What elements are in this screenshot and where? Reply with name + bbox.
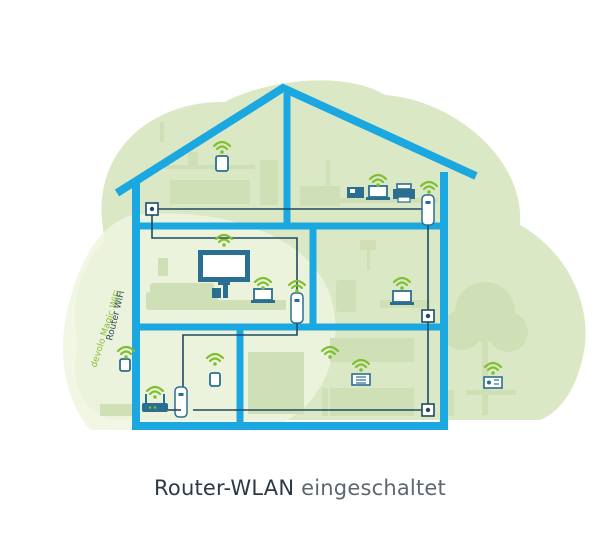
phone-icon — [347, 187, 364, 198]
wall-socket-icon — [145, 202, 159, 216]
game-console-icon — [212, 283, 228, 298]
smart-speaker-icon — [215, 155, 229, 172]
printer-icon — [393, 183, 415, 203]
radio-icon — [483, 376, 503, 389]
laptop-icon — [365, 185, 391, 201]
radio-icon — [351, 373, 371, 386]
smart-speaker-icon — [209, 372, 221, 387]
powerline-adapter-icon — [174, 386, 188, 418]
caption-state: eingeschaltet — [301, 476, 446, 500]
house-frame — [114, 83, 478, 430]
powerline-adapter-icon — [421, 194, 435, 226]
smart-speaker-icon — [119, 358, 131, 372]
status-caption: Router-WLAN eingeschaltet — [0, 476, 600, 500]
devices — [119, 155, 503, 412]
router-icon — [142, 394, 168, 412]
laptop-icon — [250, 288, 276, 304]
tv-icon — [198, 250, 250, 285]
laptop-icon — [389, 290, 415, 306]
wall-socket-icon — [421, 309, 435, 323]
wall-socket-icon — [421, 403, 435, 417]
caption-feature: Router-WLAN — [154, 476, 295, 500]
powerline-adapter-icon — [290, 292, 304, 324]
furniture — [100, 122, 528, 416]
